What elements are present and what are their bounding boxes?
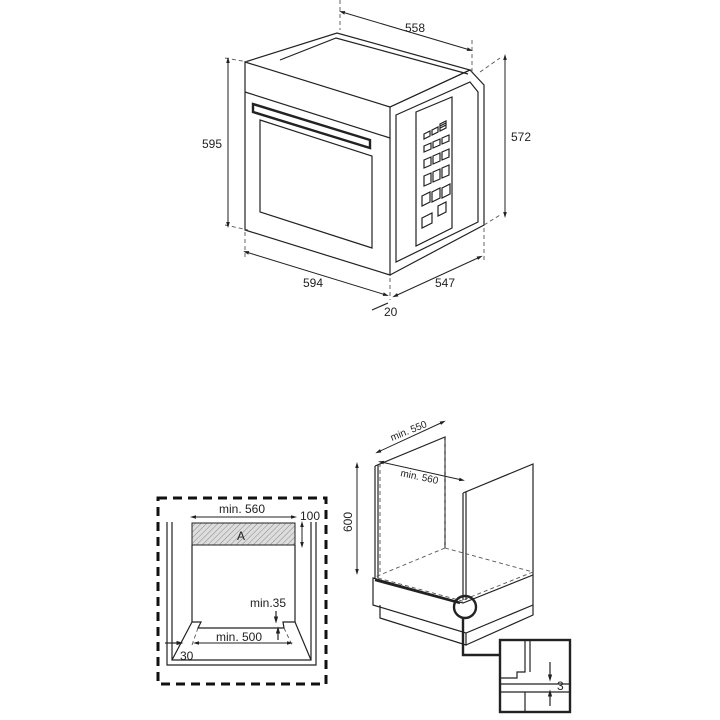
front-installation-drawing: A min. 560 100 min.35 min. 500 30 bbox=[156, 496, 328, 686]
oven-door-window bbox=[259, 119, 373, 249]
detail-inset bbox=[498, 638, 572, 714]
cabinet-drawing: 3 min. 550 min. 560 600 bbox=[341, 419, 572, 714]
dim-line-547 bbox=[392, 255, 483, 298]
oven-side-vents bbox=[415, 96, 453, 247]
clearance-outline bbox=[156, 496, 328, 686]
detail-callout-circle bbox=[452, 594, 478, 620]
dim-line-min-560 bbox=[378, 460, 465, 482]
cabinet-left-panel bbox=[374, 436, 446, 579]
dim-label-min-35: min.35 bbox=[250, 596, 286, 610]
cabinet-base bbox=[372, 574, 534, 634]
dim-label-min-550: min. 550 bbox=[389, 419, 429, 444]
dim-label-600: 600 bbox=[341, 512, 355, 532]
oven-side bbox=[389, 69, 485, 276]
oven-control-panel bbox=[244, 91, 391, 139]
oven-front bbox=[244, 61, 391, 276]
dim-label-100: 100 bbox=[300, 509, 320, 523]
vent-label-a: A bbox=[237, 529, 245, 543]
dim-label-cabinet-min-560: min. 560 bbox=[399, 468, 439, 487]
vent-holes bbox=[421, 120, 451, 229]
dim-label-558: 558 bbox=[405, 21, 425, 35]
dim-label-20: 20 bbox=[384, 305, 398, 319]
dim-label-min-560: min. 560 bbox=[219, 502, 265, 516]
dim-label-572: 572 bbox=[511, 130, 531, 144]
dim-label-min-500: min. 500 bbox=[216, 630, 262, 644]
oven-drawing: 558 595 572 594 547 20 bbox=[202, 0, 531, 319]
dim-label-547: 547 bbox=[435, 276, 455, 290]
cabinet-right-panel bbox=[462, 463, 534, 600]
dim-label-595: 595 bbox=[202, 137, 222, 151]
dim-line-min-550 bbox=[375, 420, 446, 454]
oven-door-handle bbox=[251, 102, 372, 150]
dim-line-558 bbox=[339, 11, 473, 51]
dim-label-30: 30 bbox=[180, 649, 194, 663]
dim-line-594 bbox=[243, 251, 389, 296]
dim-label-594: 594 bbox=[303, 276, 323, 290]
vent-area-a bbox=[191, 522, 296, 546]
dim-label-3: 3 bbox=[557, 679, 564, 693]
